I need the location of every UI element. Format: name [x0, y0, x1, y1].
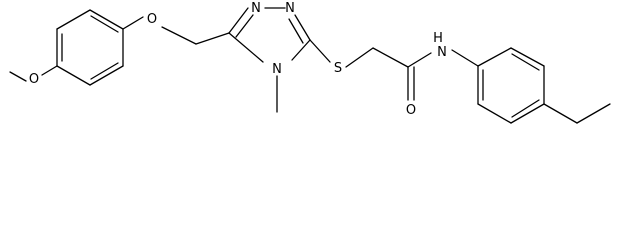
double-bond-inner — [511, 53, 540, 71]
bond — [41, 65, 58, 76]
methoxy-oxygen-label: O — [29, 72, 39, 87]
bond — [451, 49, 479, 67]
amide-nitrogen-label: N — [437, 45, 447, 60]
bond — [228, 32, 264, 63]
sulfur-label: S — [334, 61, 342, 76]
molecule-structure: O O N N N S O H N — [9, 1, 611, 124]
bond — [9, 71, 27, 82]
triazole-ring — [228, 7, 311, 63]
bond — [291, 39, 311, 61]
double-bond-inner — [511, 99, 540, 118]
triazole-nitrogen-2-label: N — [285, 1, 295, 16]
bond — [228, 7, 249, 34]
bond — [89, 9, 124, 30]
bond — [345, 47, 374, 68]
bond — [309, 39, 331, 63]
bond — [122, 16, 144, 30]
double-bond — [235, 14, 254, 38]
bond — [372, 47, 409, 68]
bond — [510, 47, 545, 67]
carbonyl-oxygen-label: O — [406, 103, 416, 118]
double-bond — [288, 18, 304, 44]
bond — [407, 52, 432, 68]
double-bond-inner — [90, 15, 119, 33]
methoxyphenyl-ring — [56, 9, 124, 86]
bond — [56, 65, 91, 86]
bond — [56, 9, 91, 30]
double-bond-inner — [90, 62, 119, 80]
amide-hydrogen-label: H — [433, 31, 443, 46]
bond — [294, 14, 311, 41]
ethylphenyl-ring — [477, 47, 545, 124]
bond — [477, 47, 512, 67]
triazole-methyl-nitrogen-label: N — [272, 62, 282, 77]
bond — [576, 103, 611, 124]
bond — [510, 103, 545, 124]
bond — [89, 65, 124, 86]
bond — [543, 103, 578, 124]
molecule-canvas: O O N N N S O H N — [9, 1, 611, 124]
bond — [161, 26, 197, 45]
ether-oxygen-label: O — [147, 12, 157, 27]
bond — [477, 103, 512, 124]
triazole-nitrogen-1-label: N — [251, 1, 261, 16]
bond — [195, 32, 230, 45]
